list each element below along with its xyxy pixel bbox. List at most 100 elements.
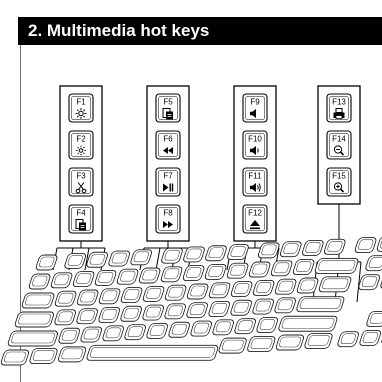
zoom-out-icon: [333, 145, 345, 156]
hotkey-f6: F6: [155, 130, 181, 160]
keyboard-key: [146, 322, 169, 339]
keyboard-key: [208, 300, 231, 317]
hotkey-f8: F8: [155, 204, 181, 234]
keyboard-key: [227, 244, 249, 261]
keyboard-key: [247, 336, 276, 353]
copy-icon: [162, 108, 173, 120]
keyboard-key: [116, 268, 139, 285]
hotkey-f14: F14: [326, 130, 352, 160]
hotkey-f15: F15: [326, 167, 352, 197]
keyboard-key: [358, 274, 381, 291]
keyboard-key: [72, 271, 95, 288]
keyboard-key: [252, 279, 275, 296]
hotkey-label: F3: [76, 172, 86, 181]
play-pause-icon: [163, 183, 174, 192]
zoom-in-icon: [333, 182, 345, 193]
section-header: 2. Multimedia hot keys: [18, 17, 382, 45]
keyboard-key: [314, 257, 359, 274]
keyboard-key: [164, 303, 187, 320]
keyboard-key: [275, 334, 305, 351]
keyboard-key: [218, 337, 247, 354]
keyboard-key: [54, 290, 77, 307]
keyboard-key: [292, 259, 315, 276]
keyboard-key: [182, 265, 205, 282]
mute-icon: [250, 109, 256, 118]
keyboard-key: [14, 311, 55, 328]
hotkey-label: F5: [163, 98, 173, 107]
keyboard-key: [226, 262, 249, 279]
keyboard-key: [130, 249, 152, 266]
keyboard-key: [28, 273, 51, 290]
keyboard-key: [86, 251, 108, 268]
keyboard-key: [274, 278, 297, 295]
hotkey-f9: F9: [242, 93, 268, 123]
keyboard-key: [94, 269, 117, 286]
keyboard-key: [186, 283, 209, 300]
keyboard-key: [296, 296, 345, 313]
hotkey-label: F10: [248, 135, 262, 144]
hotkey-f3: F3: [68, 167, 94, 197]
paste-icon: [75, 219, 86, 231]
keyboard-key: [120, 305, 143, 322]
hotkey-label: F15: [332, 172, 346, 181]
volume-down-icon: [250, 146, 259, 155]
eject-icon: [250, 220, 260, 230]
hotkey-label: F6: [163, 135, 173, 144]
brightness-down-icon: [76, 145, 86, 156]
keyboard-key: [318, 276, 352, 293]
keyboard-key: [204, 263, 227, 280]
cut-icon: [75, 182, 87, 194]
keyboard-key: [124, 324, 147, 341]
keyboard-key: [142, 285, 165, 302]
keyboard-key: [301, 240, 324, 256]
keyboard-key: [138, 267, 161, 284]
keyboard-key: [98, 306, 121, 323]
hotkey-f12: F12: [242, 204, 268, 234]
keyboard-key: [274, 297, 297, 314]
hotkey-label: F13: [332, 98, 346, 107]
fast-forward-icon: [163, 221, 173, 228]
keyboard-key: [256, 316, 279, 333]
hotkey-f7: F7: [155, 167, 181, 197]
keyboard-key: [337, 331, 360, 348]
keyboard-key: [58, 327, 81, 344]
hotkey-f5: F5: [155, 93, 181, 123]
keyboard-key: [257, 242, 280, 259]
hotkey-label: F4: [76, 209, 86, 218]
print-icon: [333, 108, 345, 119]
volume-up-icon: [250, 183, 261, 192]
keyboard-key: [76, 289, 99, 306]
keyboard-key: [76, 308, 99, 325]
keyboard-key: [304, 332, 333, 349]
hotkey-label: F14: [332, 135, 346, 144]
hotkey-label: F11: [248, 172, 262, 181]
keyboard-key: [161, 247, 183, 264]
hotkey-label: F2: [76, 135, 86, 144]
keyboard-key: [142, 304, 165, 321]
hotkey-label: F9: [250, 98, 260, 107]
keyboard-key: [98, 288, 121, 305]
keyboard-key: [29, 347, 58, 364]
keyboard-key: [50, 272, 73, 289]
hotkey-f2: F2: [68, 130, 94, 160]
rewind-icon: [163, 147, 173, 154]
hotkey-f4: F4: [68, 204, 94, 234]
keyboard-key: [102, 325, 125, 342]
keyboard-key: [278, 315, 338, 332]
keyboard-key: [205, 245, 227, 262]
keyboard-key: [323, 238, 346, 255]
hotkey-label: F12: [248, 209, 262, 218]
keyboard-key: [183, 246, 205, 263]
keyboard-key: [376, 235, 382, 252]
section-title: 2. Multimedia hot keys: [28, 21, 210, 40]
keyboard-key: [359, 329, 382, 346]
keyboard-key: [279, 241, 302, 258]
keyboard-key: [35, 254, 58, 271]
